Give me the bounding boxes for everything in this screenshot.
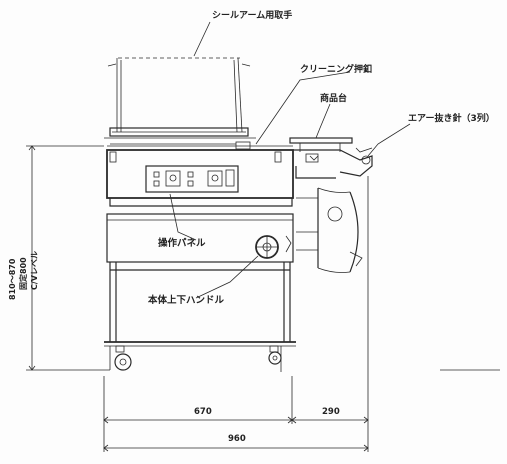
- body-updown-handle-label: 本体上下ハンドル: [148, 294, 225, 306]
- cleaning-holder-label: クリーニング押釦: [300, 63, 372, 75]
- control-panel: [145, 165, 239, 193]
- seal-bar: [104, 127, 256, 150]
- leader-lines: [169, 21, 411, 299]
- updown-handle-wheel: [255, 235, 292, 259]
- height-note-label: C/Vレベル: [30, 251, 39, 290]
- dimension-lines: [26, 145, 500, 452]
- product-table-label: 商品台: [320, 92, 347, 104]
- height-fixed-label: 固定800: [18, 257, 28, 290]
- air-vent-assembly: [293, 147, 373, 273]
- control-panel-label: 操作パネル: [158, 237, 206, 249]
- seal-arm-handle-label: シールアーム用取手: [212, 9, 292, 21]
- width-main-label: 670: [194, 407, 212, 417]
- width-total-label: 960: [228, 434, 246, 444]
- width-table-label: 290: [322, 407, 340, 417]
- seal-arm-handle: [107, 57, 251, 133]
- height-range-label: 810～870: [8, 258, 17, 300]
- air-vent-needle-label: エアー抜き針（3列）: [408, 112, 495, 124]
- body-frame: [104, 198, 296, 347]
- casters: [109, 345, 282, 372]
- upper-body: [106, 145, 294, 199]
